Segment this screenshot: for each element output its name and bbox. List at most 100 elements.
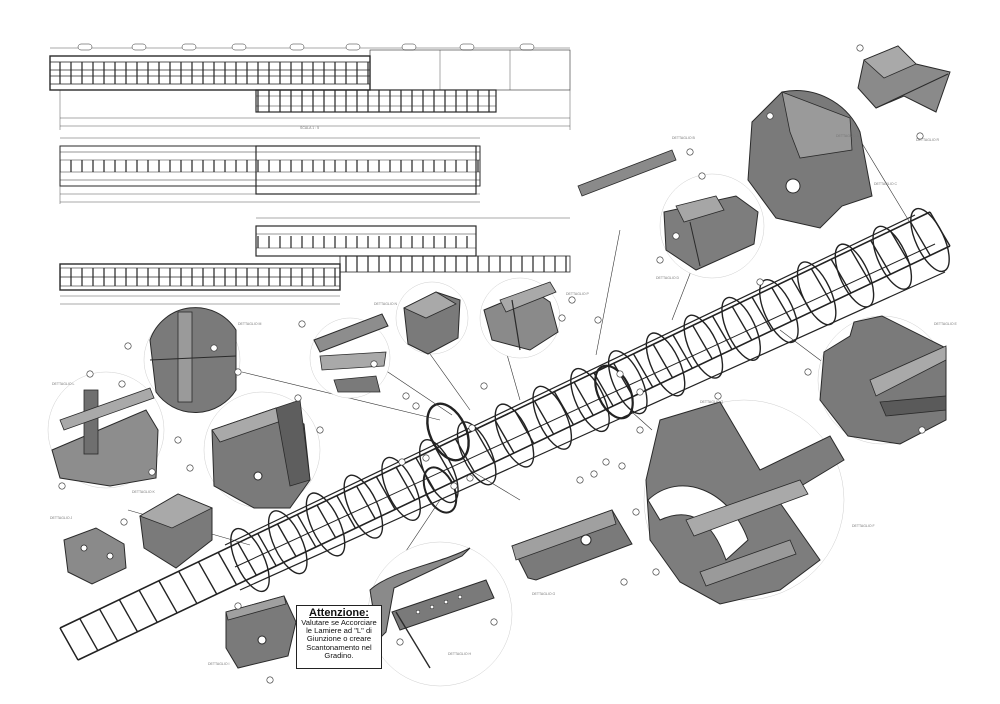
callout-balloon <box>602 458 610 466</box>
callout-balloon <box>124 342 132 350</box>
detail-label-h: DETTAGLIO H <box>448 652 472 656</box>
detail-view-l <box>47 371 165 489</box>
detail-label-g: DETTAGLIO G <box>532 592 556 596</box>
ladder-rung <box>178 570 198 604</box>
detail-label-r: DETTAGLIO R <box>916 138 940 142</box>
callout-balloon <box>266 676 274 684</box>
callout-balloon <box>616 370 624 378</box>
ladder-rung <box>474 429 495 463</box>
detail-view-g <box>511 509 633 581</box>
ladder-rung <box>98 608 119 642</box>
callout-balloon <box>620 578 628 586</box>
ladder-rung <box>158 580 178 614</box>
detail-view-c <box>577 149 677 197</box>
detail-view-h <box>367 541 513 687</box>
cage-hoop <box>796 261 837 326</box>
detail-label-n: DETTAGLIO N <box>374 302 398 306</box>
callout-balloon <box>234 602 242 610</box>
dimension-balloons <box>77 43 535 51</box>
cage-hoop <box>381 456 421 521</box>
detail-view-d <box>659 173 765 279</box>
callout-balloon <box>422 454 430 462</box>
callout-balloon <box>618 462 626 470</box>
callout-balloon <box>118 380 126 388</box>
ladder-rung <box>672 334 693 369</box>
detail-view-j <box>63 527 127 585</box>
detail-label-m: DETTAGLIO M <box>238 322 262 326</box>
callout-balloon <box>636 426 644 434</box>
callout-balloon <box>632 508 640 516</box>
ladder-rung <box>830 258 852 294</box>
callout-balloon <box>370 360 378 368</box>
callout-balloon <box>120 518 128 526</box>
detail-view-n <box>203 391 321 509</box>
callout-balloon <box>58 482 66 490</box>
cage-hoop <box>683 314 724 379</box>
ladder-rung <box>237 542 257 576</box>
callout-balloon <box>398 458 406 466</box>
callout-balloon <box>714 392 722 400</box>
ladder-rung <box>909 221 931 256</box>
callout-balloon <box>766 112 774 120</box>
elevation-view-1 <box>49 43 571 130</box>
ladder-rung <box>573 381 594 416</box>
detail-label-q: DETTAGLIO Q <box>700 400 724 404</box>
detail-label-j: DETTAGLIO J <box>50 516 73 520</box>
callout-balloon <box>402 392 410 400</box>
ladder-rung <box>296 514 317 548</box>
callout-balloon <box>412 402 420 410</box>
ladder-rung <box>692 325 713 360</box>
callout-balloon <box>316 426 324 434</box>
callout-balloon <box>148 468 156 476</box>
ladder-rung <box>336 495 357 529</box>
callout-balloon <box>594 316 602 324</box>
ladder-rung <box>810 268 832 303</box>
ladder-rung <box>217 552 238 586</box>
callout-balloon <box>576 476 584 484</box>
detail-view-i <box>225 595 297 669</box>
detail-view-m <box>143 307 241 413</box>
detail-label-k: DETTAGLIO K <box>132 490 155 494</box>
cage-hoop <box>419 439 459 504</box>
callout-balloon <box>294 394 302 402</box>
detail-view-p <box>395 281 469 355</box>
cage-hoop <box>872 225 913 290</box>
detail-label-c: DETTAGLIO C <box>874 182 898 186</box>
ladder-rung <box>435 448 456 482</box>
detail-label-f: DETTAGLIO F <box>852 524 875 528</box>
ladder-rung <box>138 589 158 623</box>
callout-balloon <box>856 44 864 52</box>
ladder-rung <box>59 627 79 661</box>
callout-balloons <box>58 44 926 684</box>
ladder-rung <box>395 466 416 501</box>
cage-hoop <box>267 510 308 575</box>
cage-hoop <box>721 296 761 361</box>
detail-label-l: DETTAGLIO L <box>52 382 75 386</box>
ladder-rung <box>118 599 139 633</box>
ladder-rung <box>197 561 218 595</box>
ladder-rung <box>771 287 793 322</box>
elevation-view-2 <box>59 137 481 204</box>
cage-hoop <box>570 367 610 433</box>
cage-hoop <box>645 332 686 397</box>
cage-hoop <box>910 207 950 273</box>
cage-hoop <box>532 385 573 450</box>
ladder-rung <box>751 296 773 332</box>
ladder-rung <box>316 504 337 539</box>
cage-hoop <box>305 492 346 557</box>
detail-label-i: DETTAGLIO I <box>208 662 230 666</box>
detail-view-o <box>309 313 391 399</box>
callout-balloon <box>466 474 474 482</box>
isometric-cage-ladder <box>59 207 951 661</box>
ladder-rung <box>257 533 277 567</box>
ladder-rung <box>711 315 733 350</box>
callout-balloon <box>186 464 194 472</box>
detail-views <box>47 45 951 687</box>
cage-hoop <box>759 279 799 344</box>
callout-balloon <box>568 296 576 304</box>
callout-balloon <box>918 426 926 434</box>
ladder-rung <box>79 618 99 651</box>
ladder-rung <box>850 249 872 284</box>
